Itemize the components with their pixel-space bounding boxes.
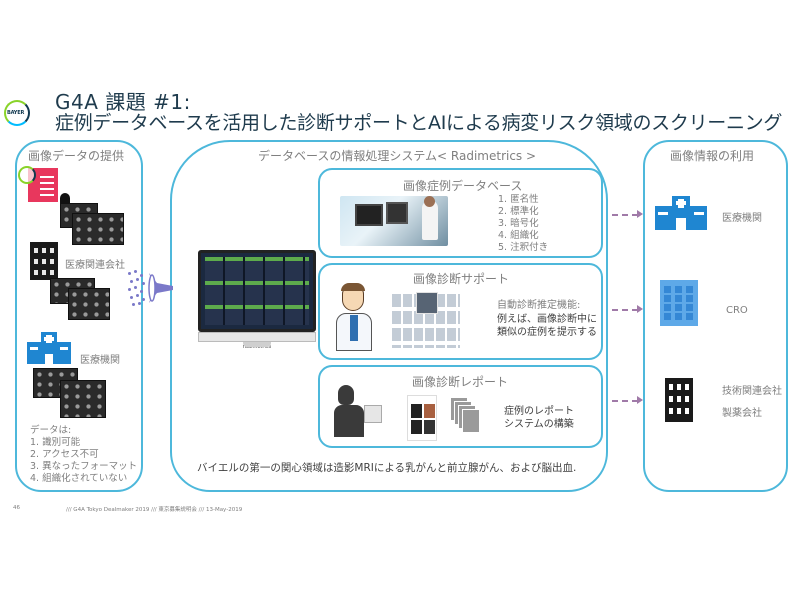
similar-cases-images [392,290,460,348]
data-item: 4. 組織化されていない [30,473,128,484]
report-text-line2: システムの構築 [504,419,574,430]
data-heading: データは: [30,425,72,436]
provider-label-medical-company: 医療関連会社 [65,260,125,271]
user-label-tech-company: 技術関連会社 [722,386,782,397]
hospital-icon [27,332,71,364]
user-label-cro: CRO [726,305,748,316]
bottom-note: バイエルの第一の関心領域は造影MRIによる乳がんと前立腺がん、および脳出血. [197,462,577,474]
office-building-icon [665,378,693,422]
db-feature: 5. 注釈付き [498,242,549,253]
middle-panel-title: データベースの情報処理システム< Radimetrics > [258,149,537,163]
page-number: 46 [13,505,20,511]
report-document [407,395,437,441]
dashed-arrow [612,309,638,311]
db-feature: 3. 暗号化 [498,218,539,229]
right-panel-title: 画像情報の利用 [670,149,755,163]
support-text-line1: 自動診断推定機能: [497,300,581,311]
section-title-support: 画像診断サポート [413,272,510,286]
bayer-logo-horizontal: BAYER [7,110,25,116]
arrow-head-icon [637,305,643,313]
person-icon [60,193,70,205]
office-building-icon [30,242,58,280]
bayer-logo: BAYER [4,100,30,126]
user-label-pharma-company: 製薬会社 [722,408,762,419]
slide-title-line1: G4A 課題 #1: [55,90,191,114]
data-item: 1. 識別可能 [30,437,81,448]
data-item: 2. アクセス不可 [30,449,99,460]
arrow-head-icon [637,396,643,404]
provider-label-hospital: 医療機関 [80,355,120,366]
footer-text: /// G4A Tokyo Dealmaker 2019 /// 東京募集説明会… [66,507,243,513]
scan-images [68,288,110,320]
support-text-line3: 類似の症例を提示する [497,327,597,338]
documents-stack-icon [450,397,482,437]
bayer-building-icon [18,166,58,202]
section-title-database: 画像症例データベース [403,179,523,193]
person-at-computer-icon [334,385,382,437]
scan-images [72,213,124,245]
radiologist-photo [340,196,448,246]
section-title-report: 画像診断レポート [412,375,509,389]
radimetrics-monitor [198,250,316,332]
report-text-line1: 症例のレポート [504,406,574,417]
scan-images [60,380,106,418]
tower-building-icon [660,280,698,326]
data-dots [128,270,148,306]
dashed-arrow [612,400,638,402]
db-feature: 1. 匿名性 [498,194,539,205]
monitor-stand [243,342,271,347]
funnel-icon [147,271,173,305]
monitor-chin: radimetrics [198,332,316,350]
dashed-arrow [612,214,638,216]
slide-title-line2: 症例データベースを活用した診断サポートとAIによる病変リスク領域のスクリーニング [55,112,783,134]
data-item: 3. 異なったフォーマット [30,461,138,472]
support-text-line2: 例えば、画像診断中に [497,314,597,325]
user-label-hospital: 医療機関 [722,213,762,224]
left-panel-title: 画像データの提供 [28,149,125,163]
db-feature: 2. 標準化 [498,206,539,217]
hospital-icon [655,196,707,230]
db-feature: 4. 組織化 [498,230,539,241]
arrow-head-icon [637,210,643,218]
doctor-icon [336,283,372,351]
monitor-label: radimetrics [242,344,272,350]
